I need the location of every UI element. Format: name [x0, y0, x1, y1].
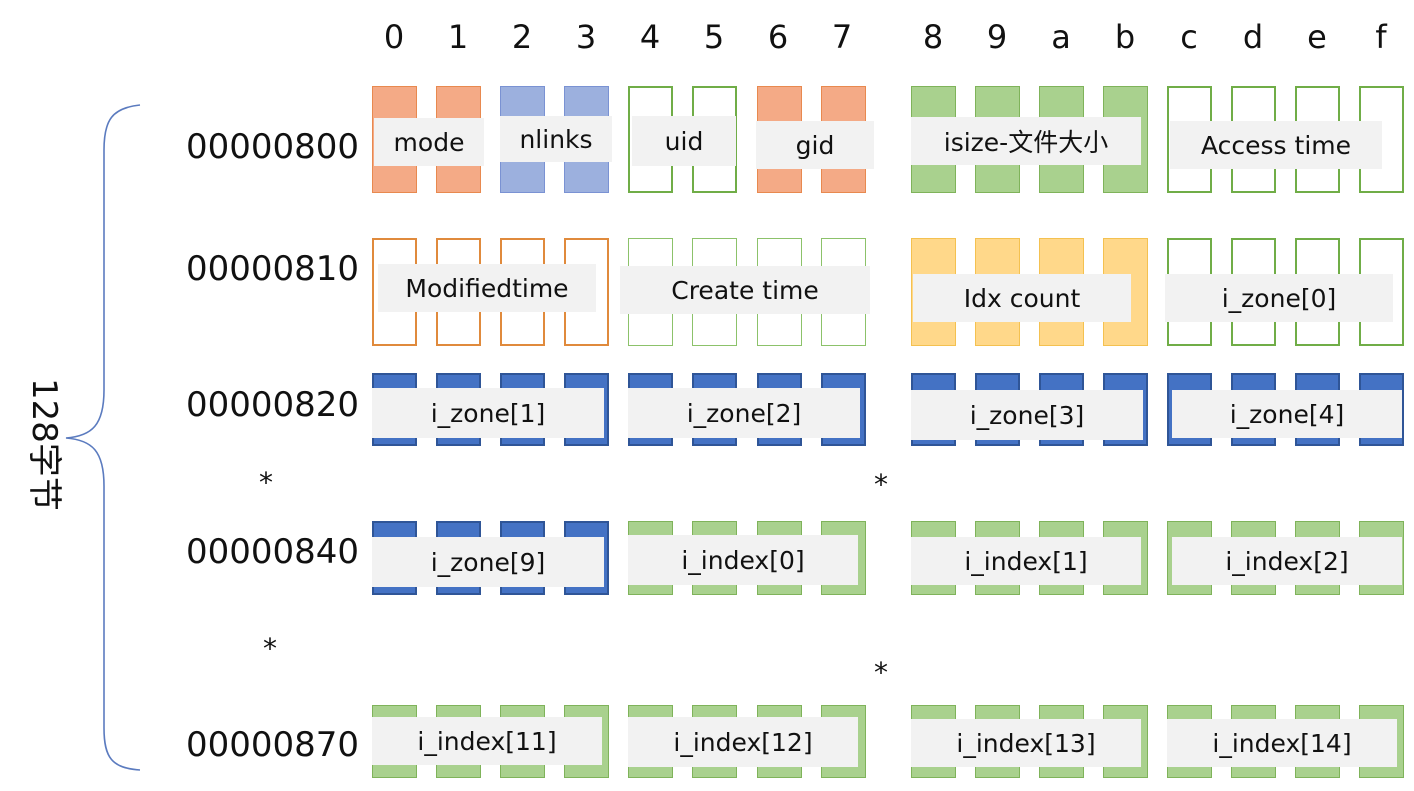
- field-label: i_index[0]: [628, 535, 858, 585]
- column-header-a: a: [1051, 18, 1071, 56]
- ellipsis-star: *: [259, 466, 273, 499]
- column-header-1: 1: [447, 18, 469, 56]
- field-label: uid: [632, 116, 736, 166]
- field-label: Create time: [620, 266, 870, 314]
- field-label: nlinks: [500, 116, 612, 162]
- field-label: i_index[1]: [911, 537, 1141, 585]
- brace-path: [65, 104, 141, 771]
- field-label: i_zone[3]: [911, 390, 1143, 440]
- column-header-8: 8: [922, 18, 944, 56]
- row-address: 00000810: [186, 249, 360, 289]
- field-label: Modifiedtime: [378, 264, 596, 312]
- column-header-5: 5: [703, 18, 725, 56]
- field-label: i_zone[2]: [628, 388, 860, 438]
- column-header-e: e: [1307, 18, 1327, 56]
- column-header-b: b: [1114, 18, 1136, 56]
- field-label: gid: [756, 121, 874, 169]
- field-label: i_index[2]: [1172, 537, 1402, 585]
- column-header-3: 3: [575, 18, 597, 56]
- field-label: Idx count: [913, 274, 1131, 322]
- field-label: i_zone[1]: [372, 388, 604, 438]
- column-header-9: 9: [986, 18, 1008, 56]
- field-label: i_zone[0]: [1165, 274, 1393, 322]
- row-address: 00000800: [186, 127, 360, 167]
- column-header-6: 6: [767, 18, 789, 56]
- field-label: i_index[12]: [628, 717, 858, 767]
- field-label: i_zone[9]: [372, 537, 604, 587]
- row-address: 00000820: [186, 385, 360, 425]
- field-label: i_index[11]: [372, 717, 602, 765]
- row-address: 00000870: [186, 725, 360, 765]
- field-label: i_index[13]: [911, 719, 1141, 767]
- column-header-d: d: [1242, 18, 1264, 56]
- ellipsis-star: *: [874, 656, 888, 689]
- column-header-f: f: [1375, 18, 1387, 56]
- row-address: 00000840: [186, 532, 360, 572]
- field-label: Access time: [1170, 121, 1382, 169]
- column-header-7: 7: [831, 18, 853, 56]
- ellipsis-star: *: [874, 468, 888, 501]
- column-header-c: c: [1180, 18, 1198, 56]
- column-header-2: 2: [511, 18, 533, 56]
- ellipsis-star: *: [263, 632, 277, 665]
- column-header-4: 4: [639, 18, 661, 56]
- field-label: isize-文件大小: [911, 117, 1141, 165]
- column-header-0: 0: [383, 18, 405, 56]
- size-label: 128字节: [24, 378, 64, 511]
- field-label: i_index[14]: [1167, 719, 1397, 767]
- field-label: i_zone[4]: [1172, 390, 1402, 438]
- field-label: mode: [374, 118, 484, 166]
